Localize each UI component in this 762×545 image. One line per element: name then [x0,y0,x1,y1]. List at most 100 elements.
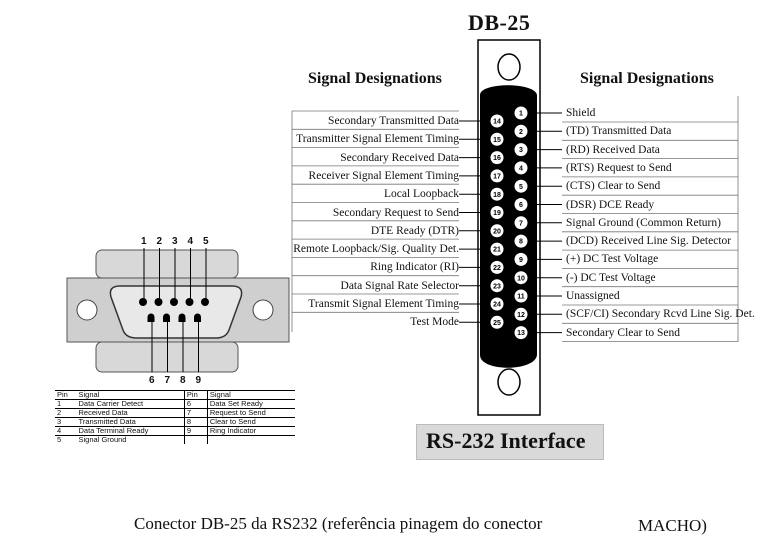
right-signal-header: Signal Designations [580,70,714,87]
table-cell: Clear to Send [206,417,295,427]
db25-pins: 1234567891011121314151617181920212223242… [490,106,528,340]
right-signal-label: (RD) Received Data [566,143,660,156]
right-signal-label: (-) DC Test Voltage [566,271,656,284]
db25-pin-2 [514,124,528,138]
db9-pins [139,298,209,322]
left-signal-label: Local Loopback [383,188,459,201]
db25-pin-23 [490,279,504,293]
db9-pin-6 [147,313,155,322]
db9-bottom-pin-number: 9 [195,375,202,386]
table-header: Pin [183,390,208,400]
table-cell: 3 [55,417,77,427]
db9-top-pin-number: 4 [187,236,194,247]
db25-pin-number: 4 [519,166,523,173]
db25-pin-number: 1 [519,111,523,118]
db9-bottom-pin-number: 8 [180,375,186,386]
db25-pin-16 [490,151,504,165]
db9-connector-drawing [66,248,290,373]
db9-top-pin-number: 3 [172,236,178,247]
db9-pin-2 [154,298,163,306]
left-signal-label: Secondary Transmitted Data [328,115,459,127]
db25-pin-number: 25 [493,320,501,327]
left-signal-label: Ring Indicator (RI) [370,261,459,274]
right-signal-label: Secondary Clear to Send [566,326,681,339]
db25-pin-number: 5 [519,184,523,191]
db25-pin-number: 19 [493,210,501,217]
db9-pin-9 [194,313,201,322]
right-signal-label: Shield [566,107,596,119]
db25-pin-9 [514,252,528,266]
db9-pin-7 [163,313,170,322]
db25-pin-19 [490,206,504,219]
db25-pin-number: 21 [493,247,501,254]
db25-pin-20 [490,224,504,238]
table-cell: 8 [183,417,208,427]
table-cell: Signal Ground [78,435,127,444]
db25-pin-number: 17 [493,174,501,181]
db25-pin-4 [514,161,528,175]
rs232-label-box [416,424,604,460]
db25-pin-10 [514,271,528,285]
db25-pin-number: 6 [519,202,523,209]
table-cell: 7 [183,408,208,418]
table-cell: Data Terminal Ready [76,426,185,436]
db25-pin-number: 20 [493,228,501,235]
table-cell: 1 [55,399,77,409]
left-signal-label: DTE Ready (DTR) [370,224,459,237]
db9-leader-lines [143,248,207,372]
db25-pin-1 [514,106,528,120]
db25-pin-25 [490,315,504,329]
db25-pin-number: 18 [493,192,501,199]
db9-mount-hole-right [252,299,274,321]
right-signal-label: (RTS) Request to Send [566,161,672,174]
db25-pin-number: 2 [519,129,523,136]
db25-pin-number: 9 [519,257,523,264]
left-signal-label: Secondary Received Data [340,151,459,164]
left-signal-label: Remote Loopback/Sig. Quality Det. [293,243,459,256]
table-cell: 9 [183,426,208,436]
db25-pin-15 [490,132,504,146]
db25-pin-14 [490,114,504,128]
db9-pin-1 [139,298,147,306]
right-signal-label: (DSR) DCE Ready [566,198,655,211]
table-row: 5 Signal Ground [55,435,295,444]
db9-pin-8 [178,313,186,322]
right-signal-label: (+) DC Test Voltage [566,253,659,266]
caption: Conector DB-25 da RS232 (referência pina… [134,514,543,533]
mount-hole-bottom [497,368,521,396]
db9-top-pin-number: 2 [156,236,163,247]
db9-bottom-pin-number: 7 [164,375,171,386]
table-cell: Received Data [76,408,185,418]
db25-pin-17 [490,169,504,183]
table-cell: 5 [57,435,62,444]
db25-pin-13 [514,326,528,340]
db25-pin-number: 22 [493,265,501,272]
right-signal-label: Signal Ground (Common Return) [566,216,721,229]
left-signal-header: Signal Designations [308,70,442,87]
table-cell: 6 [183,399,208,409]
caption-end: MACHO) [638,516,707,535]
right-signal-label: (TD) Transmitted Data [566,125,672,138]
db25-pin-number: 16 [493,155,501,162]
db25-pin-number: 23 [493,283,501,290]
db25-pin-number: 24 [493,302,501,309]
db9-top-pin-number: 5 [203,236,209,247]
db9-pin-4 [185,298,194,306]
db25-pin-22 [490,260,504,274]
right-signal-label: (CTS) Clear to Send [566,180,661,193]
db25-pin-number: 14 [493,119,501,126]
left-signal-label: Transmitter Signal Element Timing [296,133,459,146]
table-header: Signal [206,390,295,400]
db25-pin-3 [514,143,528,157]
right-signal-label: (SCF/CI) Secondary Rcvd Line Sig. Det. [566,308,755,321]
db25-pin-12 [514,307,528,321]
db25-pin-5 [514,179,528,193]
db25-title: DB-25 [468,10,531,35]
right-signal-label: Unassigned [566,290,620,302]
db25-pin-6 [514,198,528,211]
